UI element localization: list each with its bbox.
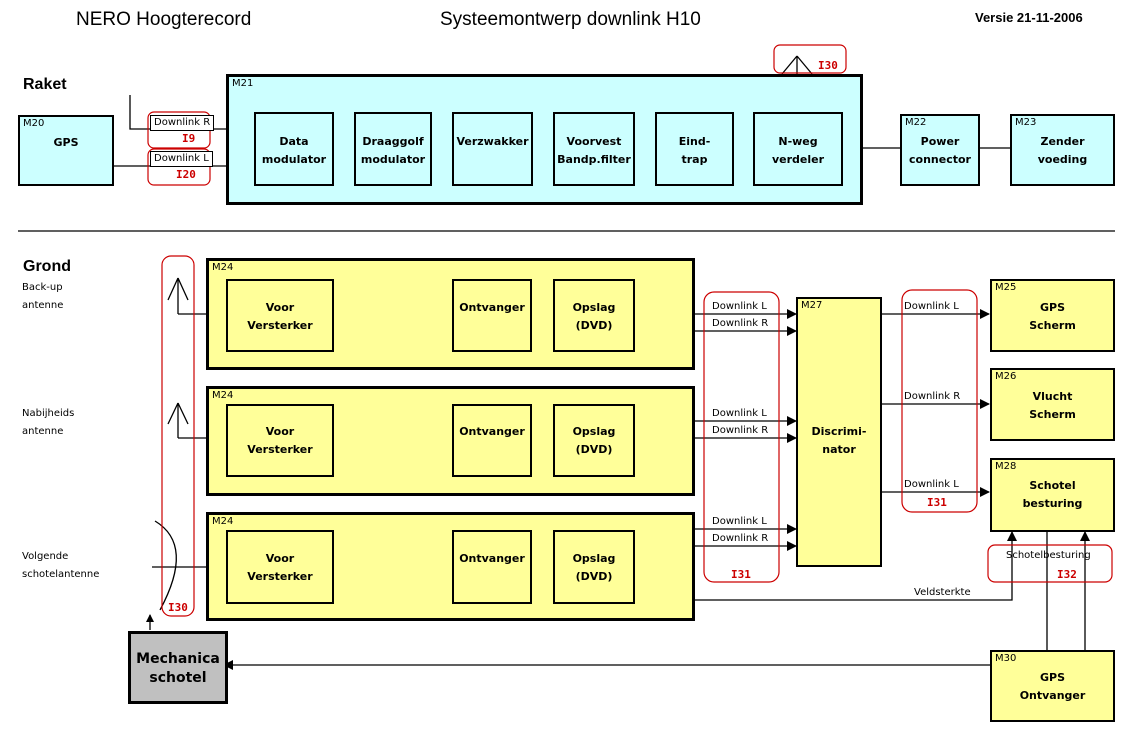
- module-m27-discriminator: M27 Discrimi-nator: [796, 297, 882, 567]
- interface-i31-left-frame: [703, 291, 780, 583]
- receiver-backup: Ontvanger: [452, 279, 532, 352]
- interface-i20-frame: [147, 148, 211, 186]
- label-field-strength: Veldsterkte: [914, 587, 971, 598]
- interface-i32-label: I32: [1057, 568, 1077, 581]
- label-downlink-l-gps: Downlink L: [904, 301, 959, 312]
- interface-i20-label: I20: [176, 168, 196, 181]
- interface-i31-right-label: I31: [927, 496, 947, 509]
- receiver-proximity: Ontvanger: [452, 404, 532, 477]
- label-downlink-r-1: Downlink R: [712, 318, 769, 329]
- interface-i30-label: I30: [168, 601, 188, 614]
- interface-i30-tx-label: I30: [818, 59, 838, 72]
- interface-i30-tx-frame: [773, 44, 847, 74]
- interface-i31-right-frame: [901, 289, 978, 513]
- section-rocket: Raket: [23, 76, 67, 93]
- label-downlink-l-dish: Downlink L: [904, 479, 959, 490]
- label-downlink-r-3: Downlink R: [712, 533, 769, 544]
- receiver-dish: Ontvanger: [452, 530, 532, 604]
- dish-reflector: [154, 520, 177, 611]
- interface-i9-label: I9: [182, 132, 196, 145]
- downlink-r-label: Downlink R: [150, 115, 215, 131]
- version-label: Versie 21-11-2006: [975, 10, 1083, 25]
- label-downlink-r-flight: Downlink R: [904, 391, 961, 402]
- storage-dish: Opslag(DVD): [553, 530, 635, 604]
- final-stage: Eind-trap: [655, 112, 734, 186]
- label-downlink-l-3: Downlink L: [712, 516, 767, 527]
- section-ground: Grond: [23, 258, 71, 275]
- downlink-l-label: Downlink L: [150, 151, 213, 167]
- module-m20-gps: M20 GPS: [18, 115, 114, 186]
- title-left: NERO Hoogterecord: [76, 9, 252, 30]
- storage-backup: Opslag(DVD): [553, 279, 635, 352]
- attenuator: Verzwakker: [452, 112, 533, 186]
- interface-i32-frame: [987, 544, 1113, 583]
- interface-i30-frame: [161, 255, 195, 617]
- label-downlink-l-2: Downlink L: [712, 408, 767, 419]
- label-downlink-r-2: Downlink R: [712, 425, 769, 436]
- interface-i31-left-label: I31: [731, 568, 751, 581]
- label-downlink-l-1: Downlink L: [712, 301, 767, 312]
- title-center: Systeemontwerp downlink H10: [440, 9, 701, 30]
- storage-proximity: Opslag(DVD): [553, 404, 635, 477]
- label-dish-control: Schotelbesturing: [1006, 550, 1091, 561]
- field-strength-line: [694, 531, 1017, 601]
